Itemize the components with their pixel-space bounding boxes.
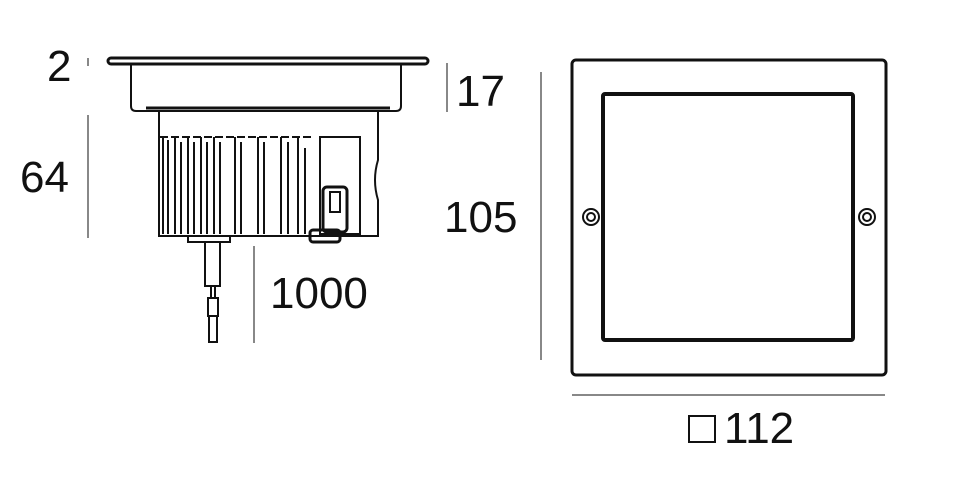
screw-left [582, 208, 600, 226]
dim-body-height: 64 [20, 153, 69, 202]
dim-front-width: 112 [688, 407, 794, 451]
cable [204, 241, 221, 287]
heatsink-fins [160, 136, 312, 234]
side-view [106, 56, 430, 343]
square-symbol-icon [688, 415, 716, 443]
trim-body [130, 64, 402, 112]
screw-right [858, 208, 876, 226]
dim-front-height: 105 [444, 193, 518, 242]
dim-trim-height: 17 [456, 67, 505, 116]
dim-cable-length: 1000 [270, 269, 368, 318]
front-view [570, 58, 888, 377]
dimension-lines [87, 58, 885, 396]
housing [158, 111, 379, 237]
outer-frame [570, 58, 888, 377]
lens [601, 92, 855, 342]
connector [321, 185, 349, 234]
dim-flange-thickness: 2 [47, 42, 72, 91]
dim-front-width-value: 112 [724, 404, 795, 453]
flange [106, 56, 430, 66]
